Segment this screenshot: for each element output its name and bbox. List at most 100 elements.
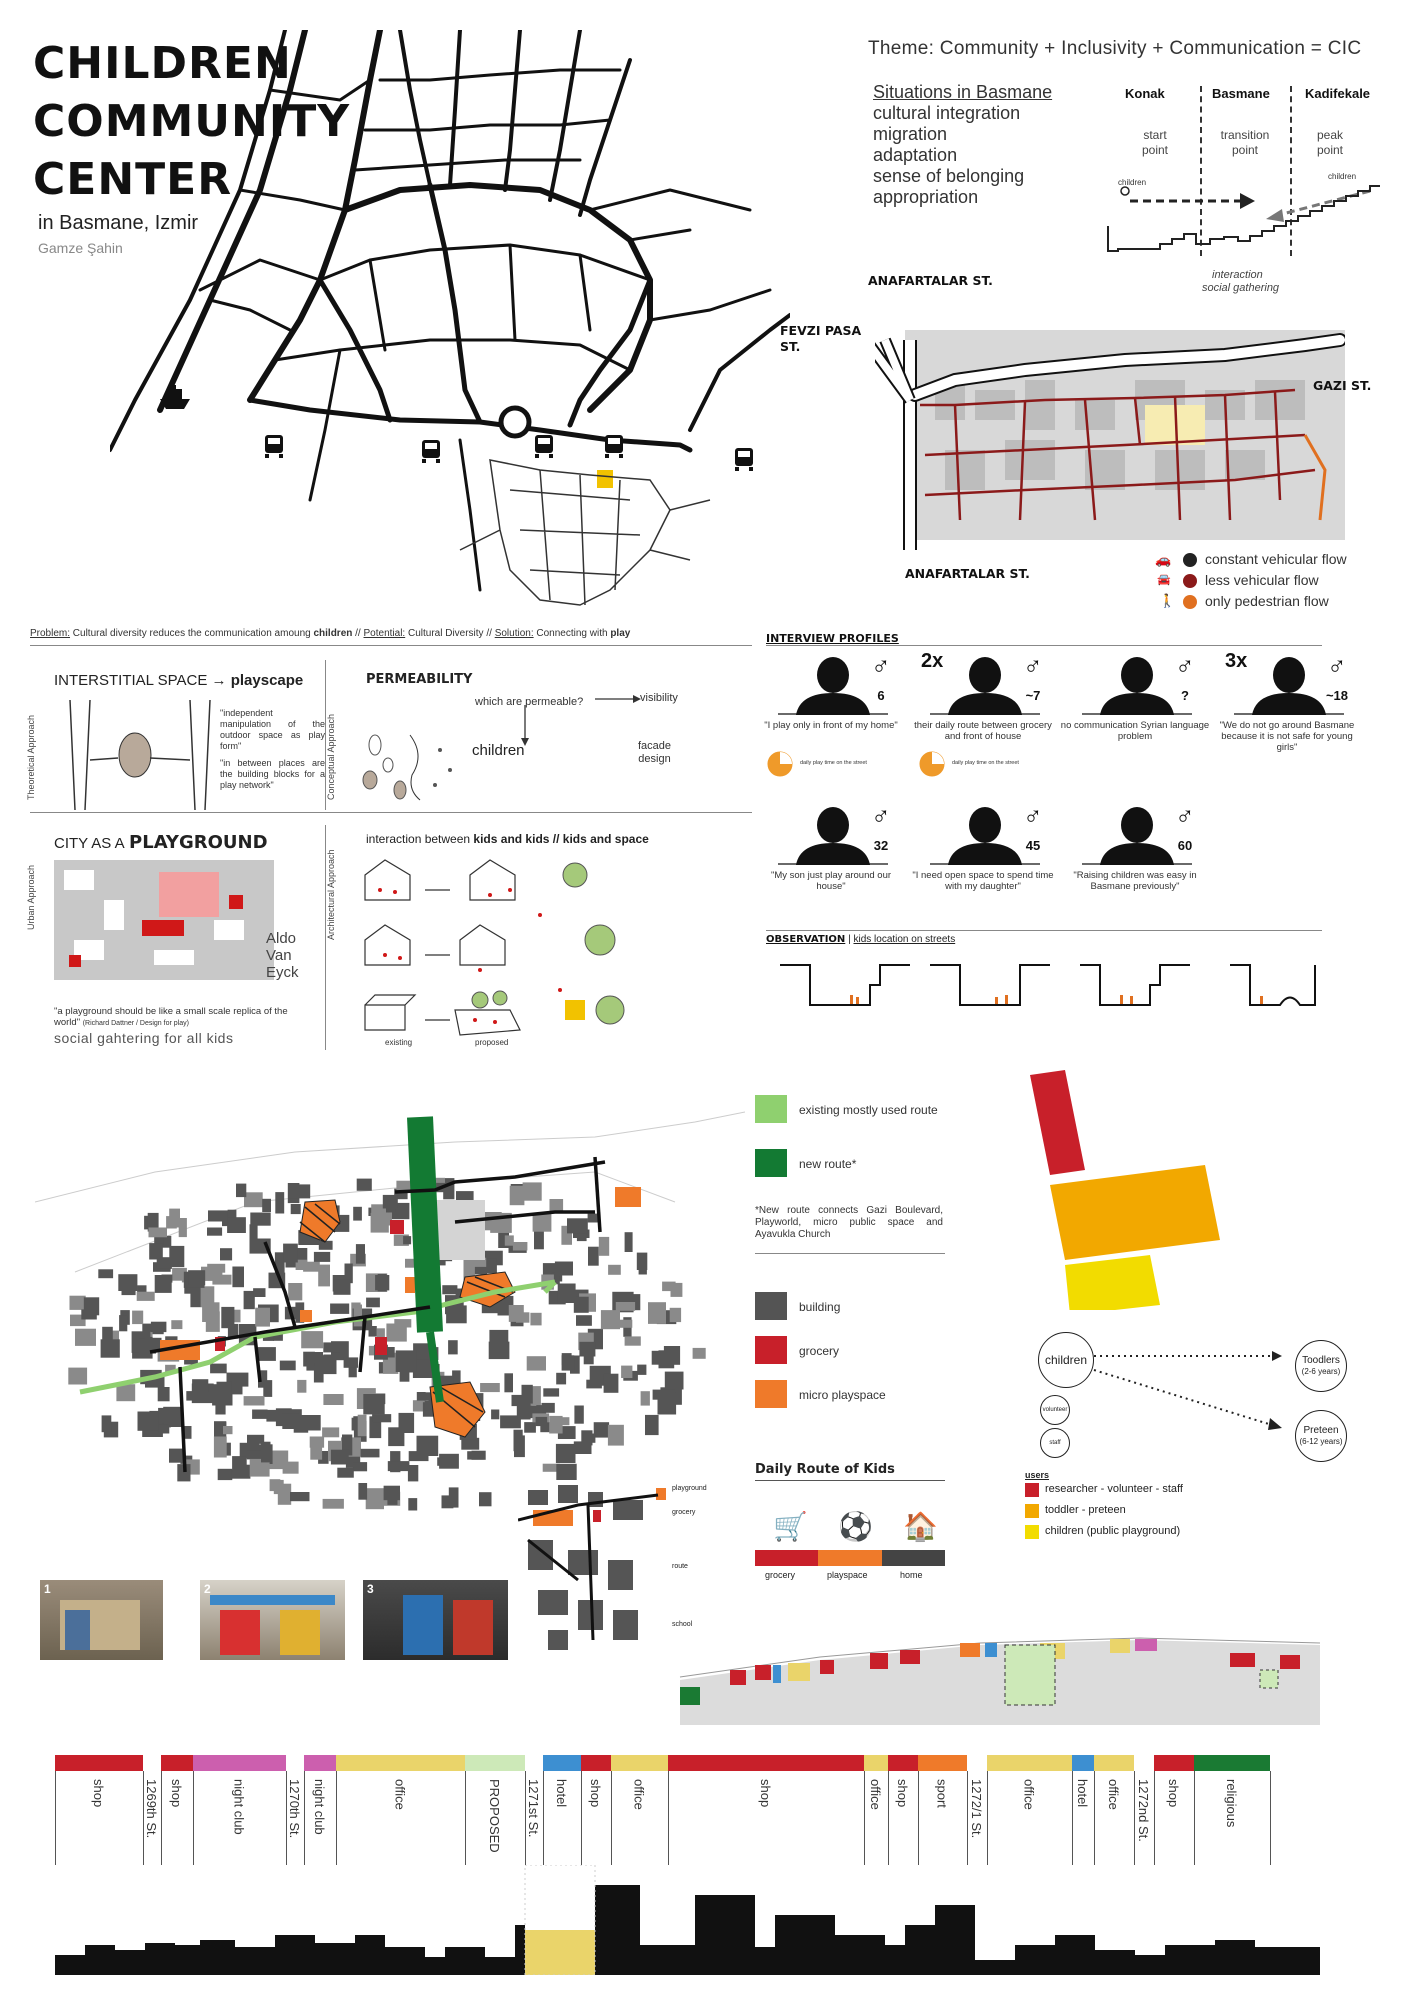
car-icon: 🚗 [1155,552,1172,567]
shopping-cart-icon: 🛒 [773,1511,808,1542]
strip-segment: office [987,1755,1072,1865]
circle-preteen: Preteen (6-12 years) [1295,1410,1347,1462]
strip-segment: shop [581,1755,611,1865]
strip-segment: PROPOSED [465,1755,525,1865]
route-diagram-graphic [1107,185,1380,252]
strip-segment: 1271st St. [525,1755,543,1865]
photo-2: 2 [200,1580,345,1660]
strip-segment: sport [918,1755,967,1865]
interstitial-sketch [69,700,211,810]
person-silhouette-icon [930,657,1040,715]
swatch-building [755,1292,787,1320]
observation-header: OBSERVATION | kids location on streets [766,934,956,945]
swatch-new-route [755,1149,787,1177]
street-label-anafartalar-top: ANAFARTALAR ST. [868,273,993,288]
circle-volunteer: volunteer [1040,1395,1070,1425]
play-time-pie [767,751,793,777]
interview-profile: ♂6"I play only in front of my home"daily… [764,650,916,777]
strip-segment: shop [161,1755,193,1865]
play-time-pie [919,751,945,777]
strip-segment: 1272nd St. [1134,1755,1154,1865]
situations-heading: Situations in Basmane [873,82,1053,102]
interview-profile: ♂32"My son just play around our house" [770,800,892,892]
bar-grocery [755,1550,818,1566]
circle-staff: staff [1040,1428,1070,1458]
flow-swatch-less [1183,574,1197,588]
permeability-sketch [362,695,641,801]
swatch-existing-route [755,1095,787,1123]
interstitial-section: INTERSTITIAL SPACE → playscape Theoretic… [26,660,330,810]
strip-segment: night club [193,1755,286,1865]
playground-section: Urban Approach CITY AS A PLAYGROUND Aldo… [26,832,299,1046]
legend-pedestrian-flow: 🚶 only pedestrian flow [1159,593,1329,609]
subtitle: in Basmane, Izmir [38,212,199,234]
city-road-map [110,30,790,606]
interview-profile: 3x♂~18"We do not go around Basmane becau… [1219,650,1355,753]
neighborhood-route-map [35,1082,745,1552]
home-icon: 🏠 [903,1511,938,1542]
observation-sections [780,964,1316,1006]
street-label-anafartalar-bottom: ANAFARTALAR ST. [905,566,1030,581]
strip-segment: office [864,1755,888,1865]
flow-legend: 🚗 constant vehicular flow 🚘 less vehicul… [1155,550,1385,613]
photo-1: 1 [40,1580,163,1660]
male-gender-icon: ♂ [1023,800,1043,830]
person-silhouette-icon [778,657,888,715]
flow-swatch-pedestrian [1183,595,1197,609]
male-gender-icon: ♂ [871,800,891,830]
architectural-sketches [364,859,625,1036]
strip-segment: shop [55,1755,143,1865]
kid-ball-icon: ⚽ [838,1511,873,1542]
person-silhouette-icon [1234,657,1344,715]
pedestrian-icon: 🚶 [1159,593,1176,608]
daily-route-bar: 🛒 ⚽ 🏠 grocery playspace home [755,1510,945,1580]
interview-profile: ♂45"I need open space to spend time with… [912,800,1054,892]
interview-profile: ♂?no communication Syrian language probl… [1060,650,1210,742]
street-usage-map [679,1637,1320,1725]
circle-toddlers: Toodlers (2-6 years) [1295,1340,1347,1392]
users-blocks [1030,1070,1220,1310]
street-label-gazi: GAZI ST. [1313,378,1372,393]
photo-3: 3 [363,1580,508,1660]
strip-segment: religious [1194,1755,1270,1865]
permeability-section: Conceptual Approach PERMEABILITY which a… [326,660,750,810]
person-silhouette-icon [778,807,888,865]
interview-heading: INTERVIEW PROFILES [766,632,899,645]
male-gender-icon: ♂ [1327,650,1347,680]
problem-line: Problem: Cultural diversity reduces the … [30,628,631,639]
mini-route-map [518,1480,668,1660]
playground-map [54,860,274,980]
daily-route-heading: Daily Route of Kids [755,1462,895,1477]
strip-segment: shop [668,1755,864,1865]
strip-segment: hotel [1072,1755,1094,1865]
theme-text: Theme: Community + Inclusivity + Communi… [868,38,1362,59]
user-circles: children volunteer staff Toodlers (2-6 y… [1030,1320,1360,1480]
interview-profile: ♂60"Raising children was easy in Basmane… [1073,800,1197,892]
male-gender-icon: ♂ [1023,650,1043,680]
strip-segment: 1272/1 St. [967,1755,987,1865]
arrow-right-icon: → [211,672,231,689]
strip-segment: hotel [543,1755,581,1865]
person-silhouette-icon [930,807,1040,865]
strip-segment: night club [304,1755,336,1865]
building-skyline [55,1865,1320,1975]
strip-segment: office [336,1755,465,1865]
transport-icons [160,385,753,471]
swatch-grocery [755,1336,787,1364]
users-legend: users researcher - volunteer - staff tod… [1025,1470,1183,1539]
legend-constant-flow: 🚗 constant vehicular flow [1155,551,1347,567]
person-silhouette-icon [1082,807,1192,865]
page-title: CHILDREN COMMUNITY CENTER [33,38,351,205]
person-silhouette-icon [1082,657,1192,715]
car-small-icon: 🚘 [1157,574,1171,586]
bar-home [882,1550,945,1566]
legend-less-flow: 🚘 less vehicular flow [1157,572,1319,588]
strip-segment: 1269th St. [143,1755,161,1865]
street-label-fevzi: FEVZI PASA [780,323,862,338]
situations-list: Situations in Basmane cultural integrati… [873,82,1053,207]
strip-segment: shop [888,1755,918,1865]
male-gender-icon: ♂ [1175,650,1195,680]
